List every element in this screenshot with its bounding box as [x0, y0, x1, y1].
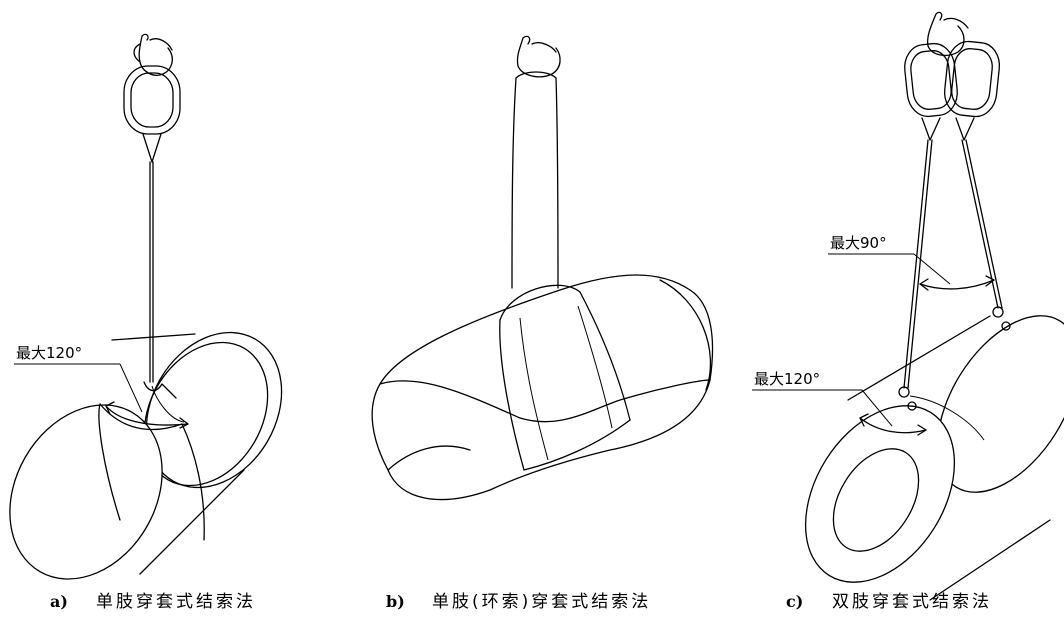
- figure-b: [371, 35, 714, 501]
- caption-text-c: 双肢穿套式结索法: [832, 592, 992, 612]
- master-links-c: [904, 40, 1001, 118]
- angle-label-c-90: 最大90°: [830, 234, 887, 252]
- sling-legs-c: [903, 139, 1003, 389]
- caption-b: b) 单肢(环索)穿套式结索法: [386, 592, 651, 612]
- caption-text-a: 单肢穿套式结索法: [96, 592, 256, 612]
- sling-leg-a: [149, 161, 154, 383]
- caption-label-a: a): [50, 592, 68, 611]
- angle-annotation-c-90: 最大90°: [828, 234, 995, 291]
- angle-annotation-a: 最大120°: [14, 344, 189, 429]
- caption-c: c) 双肢穿套式结索法: [786, 592, 992, 612]
- caption-label-b: b): [386, 592, 405, 611]
- cylinder-a: [9, 331, 283, 580]
- soft-load-b: [371, 274, 714, 501]
- loop-sling-b: [511, 71, 559, 289]
- sling-eye-c2: [955, 117, 975, 141]
- angle-label-c-120: 最大120°: [754, 370, 820, 388]
- angle-annotation-c-120: 最大120°: [752, 370, 927, 436]
- caption-a: a) 单肢穿套式结索法: [50, 592, 256, 612]
- master-link-a: [123, 65, 181, 135]
- angle-label-a: 最大120°: [16, 344, 82, 362]
- cylinder-c: [804, 306, 1064, 601]
- figure-c: 最大90° 最大120°: [752, 11, 1064, 601]
- hook-b: [516, 35, 561, 78]
- caption-text-b: 单肢(环索)穿套式结索法: [432, 592, 651, 612]
- figure-a: 最大120°: [9, 33, 283, 580]
- caption-label-c: c): [786, 592, 803, 611]
- sling-eye-a: [142, 133, 162, 163]
- hook-c: [926, 11, 969, 57]
- sling-eye-c1: [921, 117, 941, 141]
